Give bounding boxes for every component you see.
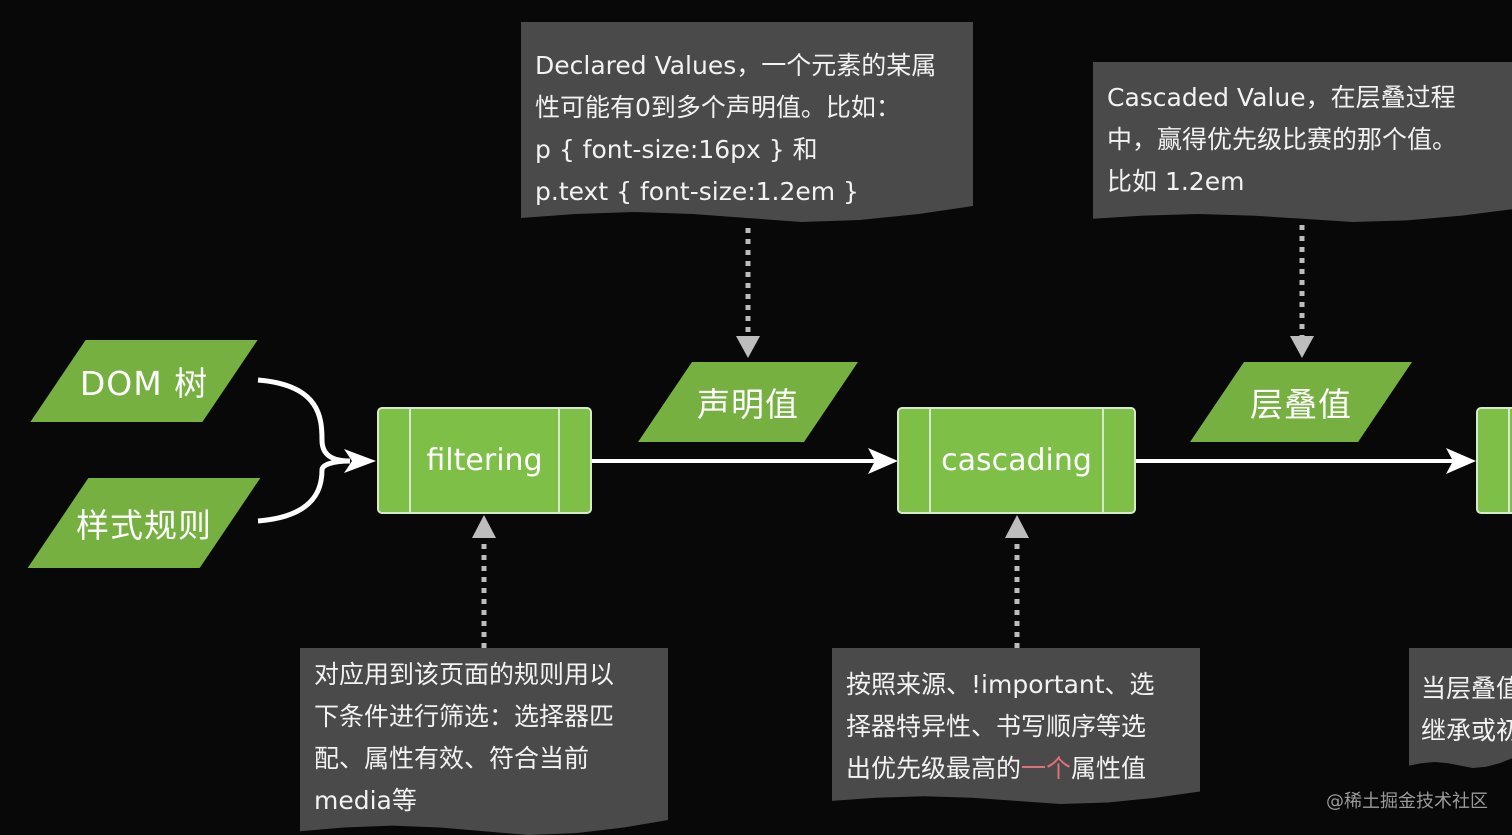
- note-line: 下条件进行筛选：选择器匹: [314, 702, 615, 731]
- note-line: Declared Values，一个元素的某属: [535, 51, 937, 80]
- note-line: 性可能有0到多个声明值。比如：: [535, 93, 901, 122]
- note-text: 属性值: [1071, 754, 1147, 783]
- dom-tree-input: DOM 树: [30, 340, 258, 422]
- note-line: 当层叠值: [1421, 674, 1512, 703]
- cascaded-value-note: Cascaded Value，在层叠过程 中，赢得优先级比赛的那个值。 比如 1…: [1093, 62, 1512, 222]
- note-line: 按照来源、!important、选: [846, 670, 1155, 699]
- dom-tree-to-filtering-connector: [257, 377, 351, 464]
- note-line: 配、属性有效、符合当前: [314, 744, 590, 773]
- note-line: 对应用到该页面的规则用以: [314, 660, 615, 689]
- note-line: p { font-size:16px } 和: [535, 135, 818, 164]
- dom-tree-label: DOM 树: [79, 364, 209, 403]
- note-line: 中，赢得优先级比赛的那个值。: [1107, 125, 1458, 154]
- merge-arrow-head: [344, 449, 376, 473]
- cascaded-value: 层叠值: [1190, 362, 1412, 442]
- note-text: 出优先级最高的: [846, 754, 1022, 783]
- watermark: @稀土掘金技术社区: [1326, 791, 1488, 812]
- note-line: 择器特异性、书写顺序等选: [846, 712, 1147, 741]
- note-line: 继承或初: [1421, 716, 1512, 745]
- highlighted-text: 一个: [1021, 754, 1072, 783]
- partial-note: 当层叠值 继承或初: [1409, 648, 1512, 768]
- filtering-process: filtering: [377, 407, 592, 514]
- cascading-note: 按照来源、!important、选 择器特异性、书写顺序等选 出优先级最高的一个…: [832, 648, 1200, 804]
- style-rules-input: 样式规则: [27, 478, 261, 568]
- note-line: 出优先级最高的一个属性值: [846, 748, 1186, 790]
- declared-value: 声明值: [638, 362, 858, 442]
- note-line: 比如 1.2em: [1107, 167, 1245, 196]
- cascading-process: cascading: [897, 407, 1136, 514]
- cascading-label: cascading: [941, 443, 1092, 478]
- note-line: Cascaded Value，在层叠过程: [1107, 83, 1456, 112]
- cascaded-value-label: 层叠值: [1250, 385, 1352, 424]
- filtering-label: filtering: [426, 443, 543, 478]
- declared-values-note: Declared Values，一个元素的某属 性可能有0到多个声明值。比如： …: [521, 22, 973, 222]
- note-line: media等: [314, 786, 417, 815]
- declared-value-label: 声明值: [697, 385, 799, 424]
- style-rules-label: 样式规则: [76, 506, 212, 545]
- note-line: p.text { font-size:1.2em }: [535, 177, 859, 206]
- next-process-partial: [1476, 407, 1512, 514]
- filtering-note: 对应用到该页面的规则用以 下条件进行筛选：选择器匹 配、属性有效、符合当前 me…: [300, 648, 668, 835]
- style-rules-to-filtering-connector: [257, 458, 351, 524]
